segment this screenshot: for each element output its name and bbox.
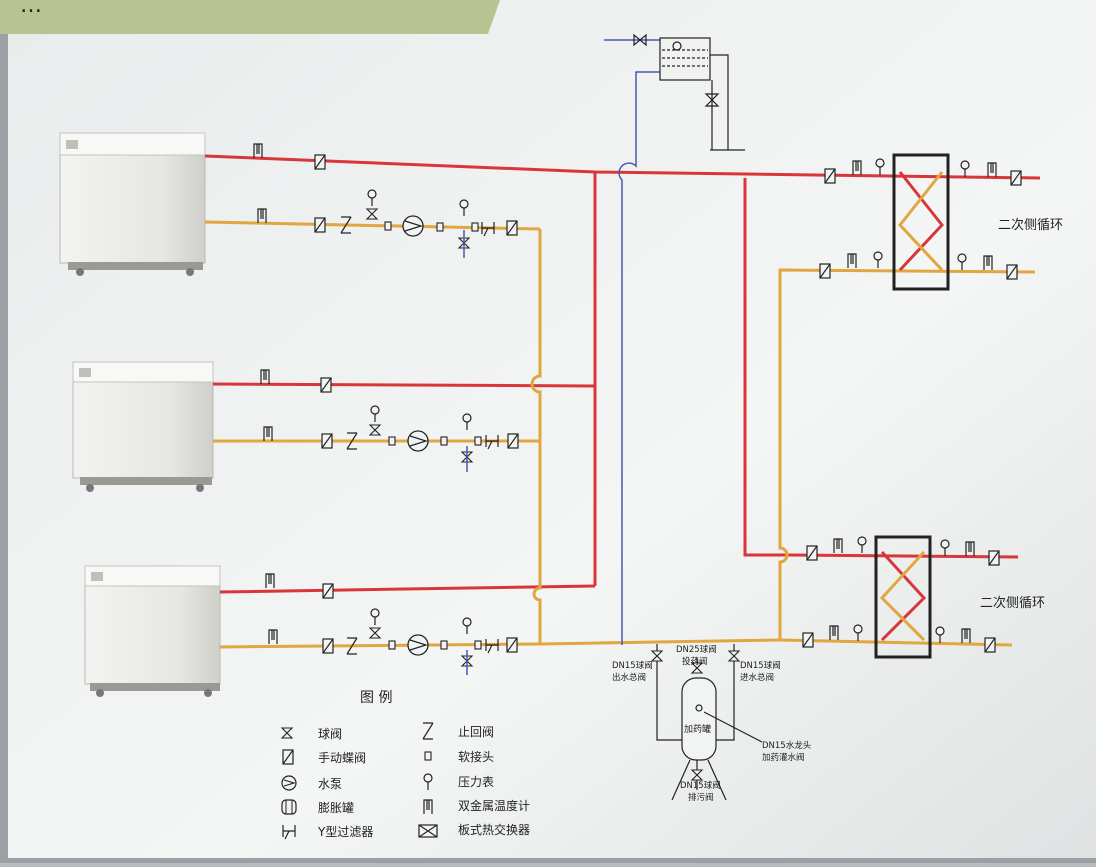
legend-title: 图 例 — [360, 690, 392, 706]
boiler-3-fittings — [265, 573, 518, 675]
legend-label-check-valve: 止回阀 — [458, 725, 494, 739]
legend-label-pump: 水泵 — [318, 777, 342, 791]
dn25-label-1: DN25球阀 — [676, 644, 717, 655]
legend-label-ball-valve: 球阀 — [318, 727, 342, 741]
heat-exchanger-top — [892, 153, 950, 291]
dn15-outlet-label-2: 出水总阀 — [612, 672, 646, 683]
legend-symbols — [281, 722, 438, 840]
supply-pipes — [204, 154, 1041, 594]
makeup-water-pipe — [604, 39, 660, 645]
faucet-label-2: 加药灌水阀 — [762, 752, 805, 763]
legend-label-expansion-tank: 膨胀罐 — [318, 801, 354, 815]
legend-label-flexible-joint: 软接头 — [458, 749, 494, 764]
dn15-outlet-label-1: DN15球阀 — [612, 660, 653, 671]
legend-label-thermometer: 双金属温度计 — [458, 798, 530, 813]
expansion-water-tank — [633, 33, 745, 151]
secondary-loop-label-top: 二次侧循环 — [998, 217, 1063, 233]
dn15-inlet-label-2: 进水总阀 — [740, 672, 774, 683]
faucet-label-1: DN15水龙头 — [762, 740, 812, 751]
dn15-inlet-label-1: DN15球阀 — [740, 660, 781, 671]
page-title: … — [20, 0, 42, 18]
heat-exchanger-bottom — [874, 535, 932, 659]
boiler-3 — [84, 565, 221, 697]
legend-label-plate-heat-exchanger: 板式热交换器 — [458, 822, 530, 837]
legend-label-butterfly-valve: 手动蝶阀 — [318, 750, 366, 765]
legend-label-pressure-gauge: 压力表 — [458, 775, 494, 789]
boiler-1 — [59, 132, 206, 276]
boiler-2 — [72, 361, 214, 492]
legend-labels: 球阀 止回阀 手动蝶阀 软接头 水泵 压力表 膨胀罐 双金属温度计 Y型过滤器 … — [317, 725, 530, 839]
title-banner — [0, 0, 500, 34]
boiler-2-fittings — [260, 369, 519, 472]
dosing-tank-assembly — [656, 644, 763, 801]
drain-label-2: 排污阀 — [688, 792, 714, 803]
boiler-1-fittings — [253, 143, 518, 258]
dn25-label-2: 投药阀 — [682, 656, 708, 667]
secondary-loop-label-bottom: 二次侧循环 — [980, 595, 1045, 611]
dosing-tank-label: 加药罐 — [684, 723, 711, 735]
legend-label-y-strainer: Y型过滤器 — [317, 825, 373, 839]
drain-label-1: DN15球阀 — [680, 780, 721, 791]
